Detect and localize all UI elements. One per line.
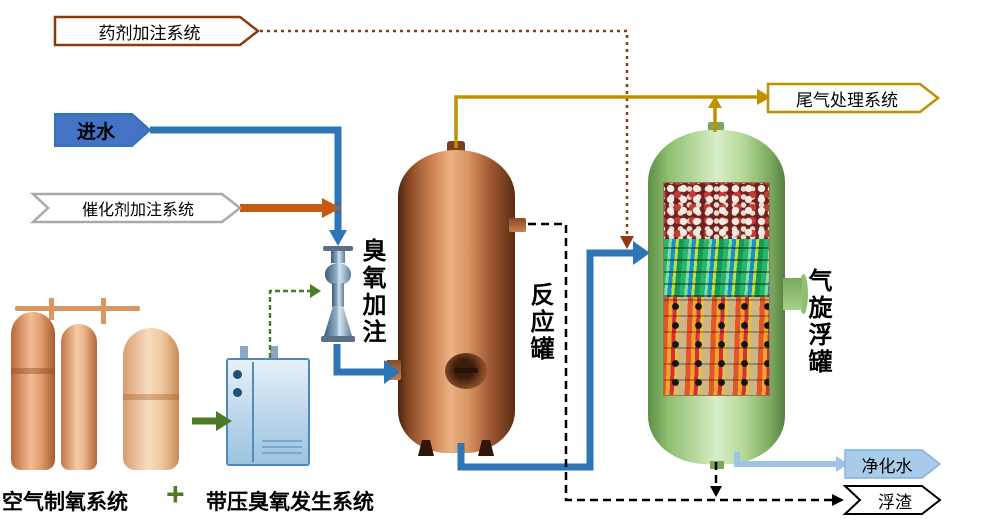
chemical-dosing-arrowhead [620,236,634,249]
purified-water-banner-label: 净化水 [861,456,913,476]
catalyst-banner-label: 催化剂加注系统 [81,202,194,219]
oxygen-pipe [101,298,106,324]
pressurized-ozone-system-label: 带压臭氧发生系统 [206,491,374,514]
purified-water-line [734,452,836,467]
scum-banner-label: 浮渣 [878,492,912,512]
ozone-flow-arrowhead [310,284,321,298]
gauge-icon [233,388,242,397]
plus-icon: + [166,476,185,512]
catalyst-banner-shape [29,192,243,224]
injector-to-reactor-arrowhead [384,360,400,384]
media-layer-balls [664,183,769,239]
oxygen-pipe [49,298,54,320]
tank-leg [418,440,434,456]
purified-water-banner-shape [844,449,942,479]
oxygen-tank [123,328,179,470]
flotation-gas-arrowhead [708,96,722,108]
cabinet-vent [262,436,302,454]
air-oxygen-system-label: 空气制氧系统 [2,491,128,514]
tank-nozzle [509,218,526,232]
inlet-flow-line [150,126,342,231]
oxygen-flow-arrowhead [216,411,232,431]
reactor-to-flotation-arrowhead [633,241,650,265]
reaction-tank-illustration [386,141,526,456]
reaction-tank-shell [398,150,515,453]
flotation-tank-illustration [648,122,808,469]
tail-gas-banner-shape [766,82,941,114]
tail-gas-arrowhead [757,89,771,105]
media-layer-orange-coils [664,297,769,395]
gauge-icon [233,370,242,379]
manway-handle [454,368,478,373]
chemical-dosing-banner-label: 药剂加注系统 [98,23,201,43]
injector-flange [321,336,355,342]
ozone-flow-line [268,289,310,358]
media-cutaway-window [663,182,770,396]
ozone-injector-illustration [320,246,356,346]
generator-pipe [270,346,278,358]
inlet-banner-shape [54,113,152,147]
scum-arrowhead [832,494,844,506]
injector-to-reactor-line [333,344,384,376]
injector-neck [331,251,345,263]
chemical-dosing-banner-shape [53,15,261,47]
ozone-injection-label: 臭氧加注 [358,238,385,346]
reaction-tank-label: 反应罐 [526,282,553,363]
inlet-banner-label: 进水 [76,121,115,143]
tank-band [123,394,179,400]
flotation-scum-arrowhead [710,486,722,497]
generator-pipe [240,346,248,358]
scum-line [528,222,832,502]
reactor-to-flotation-line [457,249,633,471]
tank-leg [478,440,494,456]
flotation-tank-label: 气旋浮罐 [804,268,831,376]
tail-gas-banner-label: 尾气处理系统 [796,90,898,110]
catalyst-flow-arrowhead [322,198,341,218]
oxygen-tank [61,324,97,470]
tank-nozzle [783,278,802,310]
injector-waist [332,283,344,307]
injector-bulb [325,263,351,285]
injector-flange [323,246,353,251]
oxygen-pipe [15,306,140,311]
tank-band [11,368,55,374]
air-oxygen-system-illustration [5,298,195,482]
purified-water-arrowhead [836,456,848,472]
ozone-generator-illustration [226,346,310,466]
tank-nozzle [799,274,808,314]
oxygen-tank [11,312,55,470]
inlet-flow-arrowhead [329,230,347,246]
chemical-dosing-line [260,29,629,236]
tail-gas-line [454,95,757,148]
scum-banner-shape [842,485,942,515]
media-layer-green-coils [664,239,769,297]
cabinet-panel-line [252,362,254,462]
